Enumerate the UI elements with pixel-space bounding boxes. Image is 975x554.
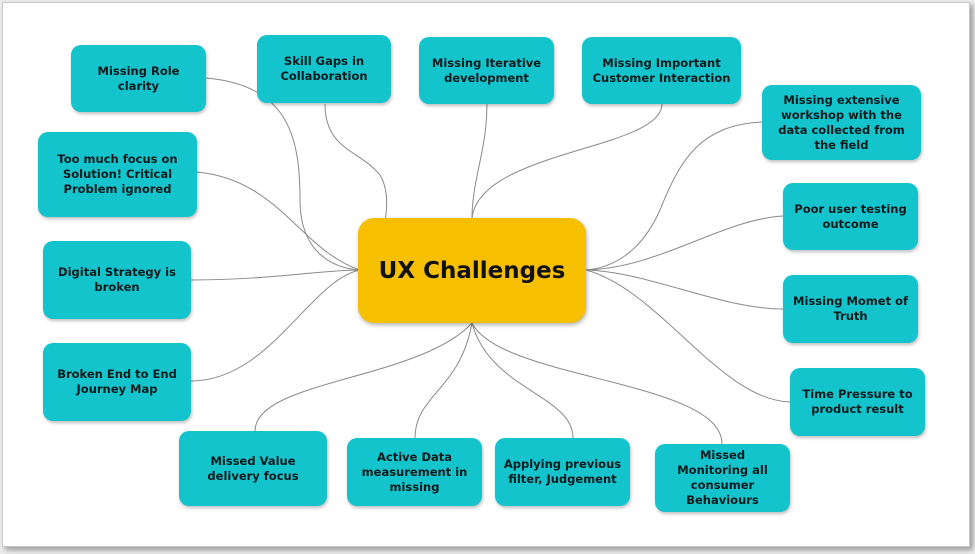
topic-extensive-workshop[interactable]: Missing extensive workshop with the data… bbox=[762, 85, 921, 160]
connector-user-testing bbox=[585, 215, 784, 271]
topic-journey-map[interactable]: Broken End to End Journey Map bbox=[43, 343, 191, 421]
connector-role-clarity bbox=[205, 77, 361, 271]
topic-customer-interaction[interactable]: Missing Important Customer Interaction bbox=[582, 37, 741, 104]
connector-journey-map bbox=[190, 269, 361, 382]
connector-previous-filter bbox=[471, 322, 574, 439]
topic-time-pressure[interactable]: Time Pressure to product result bbox=[790, 368, 925, 436]
topic-solution-focus[interactable]: Too much focus on Solution! Critical Pro… bbox=[38, 132, 197, 217]
topic-skill-gaps[interactable]: Skill Gaps in Collaboration bbox=[257, 35, 391, 103]
topic-value-delivery[interactable]: Missed Value delivery focus bbox=[179, 431, 327, 506]
connector-moment-of-truth bbox=[585, 269, 784, 310]
topic-missing-role-clarity[interactable]: Missing Role clarity bbox=[71, 45, 206, 112]
topic-active-data[interactable]: Active Data measurement in missing bbox=[347, 438, 482, 506]
topic-moment-of-truth[interactable]: Missing Momet of Truth bbox=[783, 275, 918, 343]
topic-iterative-development[interactable]: Missing Iterative development bbox=[419, 37, 554, 104]
connector-digital-strategy bbox=[190, 269, 361, 281]
connector-value-delivery bbox=[254, 322, 473, 432]
connector-customer-interaction bbox=[471, 103, 663, 219]
connector-iterative bbox=[471, 103, 488, 219]
connector-time-pressure bbox=[585, 269, 791, 403]
connector-workshop bbox=[585, 121, 763, 271]
topic-previous-filter[interactable]: Applying previous filter, Judgement bbox=[495, 438, 630, 506]
central-topic[interactable]: UX Challenges bbox=[358, 218, 586, 323]
topic-user-testing[interactable]: Poor user testing outcome bbox=[783, 183, 918, 250]
connector-monitoring bbox=[471, 322, 723, 445]
connector-solution-focus bbox=[196, 171, 361, 271]
topic-monitoring-behaviours[interactable]: Missed Monitoring all consumer Behaviour… bbox=[655, 444, 790, 512]
connector-active-data bbox=[414, 322, 473, 439]
topic-digital-strategy[interactable]: Digital Strategy is broken bbox=[43, 241, 191, 319]
